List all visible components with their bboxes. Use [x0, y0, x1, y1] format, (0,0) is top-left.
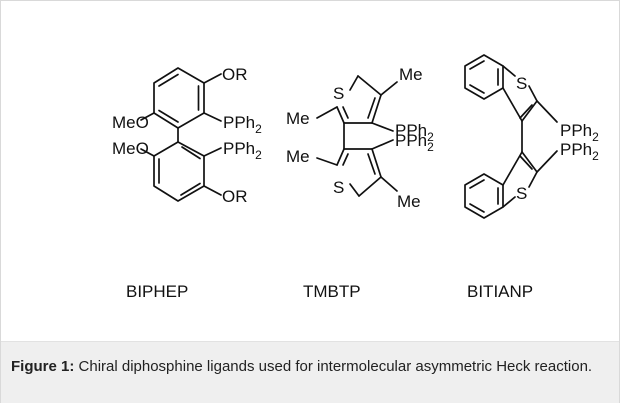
- bitianp-s-top: S: [516, 74, 527, 93]
- bitianp-pph2-top: PPh2: [560, 121, 599, 144]
- bitianp-pph2-bottom: PPh2: [560, 140, 599, 163]
- biphep-pph2-bottom: PPh2: [223, 139, 262, 162]
- biphep-pph2-top: PPh2: [223, 113, 262, 136]
- bitianp-structure: S PPh2 PPh2 S BITIANP: [464, 54, 599, 301]
- biphep-meo-top: MeO: [112, 113, 149, 132]
- tmbtp-s-bottom: S: [333, 178, 344, 197]
- biphep-structure: OR MeO PPh2 MeO PPh2 OR BIPHEP: [112, 65, 262, 301]
- tmbtp-name: TMBTP: [303, 282, 361, 301]
- tmbtp-me-top-left: Me: [286, 109, 310, 128]
- figure-caption-text: Chiral diphosphine ligands used for inte…: [78, 358, 593, 375]
- tmbtp-me-top-right: Me: [399, 65, 423, 84]
- tmbtp-s-top: S: [333, 84, 344, 103]
- bitianp-name: BITIANP: [467, 282, 533, 301]
- bitianp-s-bottom: S: [516, 184, 527, 203]
- chemical-structures: OR MeO PPh2 MeO PPh2 OR BIPHEP: [112, 54, 599, 301]
- biphep-meo-bottom: MeO: [112, 139, 149, 158]
- tmbtp-structure: Me S Me PPh2 Me PPh2 S Me TMBTP: [286, 65, 434, 301]
- figure-caption: Figure 1: Chiral diphosphine ligands use…: [11, 356, 607, 377]
- tmbtp-me-bottom-right: Me: [397, 192, 421, 211]
- figure-caption-label: Figure 1:: [11, 358, 75, 375]
- tmbtp-pph2-top: PPh2: [395, 121, 434, 144]
- biphep-name: BIPHEP: [126, 282, 188, 301]
- biphep-or-bottom: OR: [222, 187, 248, 206]
- tmbtp-pph2-bottom: PPh2: [395, 131, 434, 154]
- biphep-or-top: OR: [222, 65, 248, 84]
- caption-band: [1, 341, 619, 403]
- tmbtp-me-bottom-left: Me: [286, 147, 310, 166]
